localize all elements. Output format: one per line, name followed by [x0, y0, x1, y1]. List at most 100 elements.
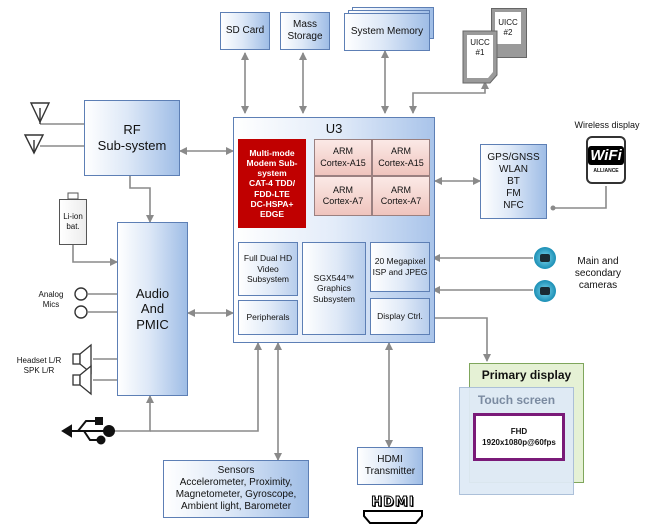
video-label-line3: Subsystem: [246, 274, 290, 285]
bt-label: BT: [507, 175, 520, 187]
sensors-title: Sensors: [217, 465, 255, 476]
arm-core-2-label-line1: ARM: [391, 146, 411, 157]
fhd-screen-box: FHD 1920x1080p@60fps: [473, 413, 565, 461]
wlan-label: WLAN: [499, 163, 528, 175]
cameras-label-line1: Main and: [577, 256, 619, 267]
isp-label-line2: ISP and JPEG: [372, 267, 428, 277]
gps-label: GPS/GNSS: [487, 151, 540, 163]
pmic-label-line3: PMIC: [136, 316, 169, 332]
analog-mics-label: Analog Mics: [30, 290, 72, 309]
wifi-logo-text: WiFi: [588, 146, 624, 165]
display-ctrl-label: Display Ctrl.: [377, 311, 423, 322]
touch-screen-label: Touch screen: [477, 393, 556, 407]
modem-label-line1: Multi-mode: [249, 147, 295, 158]
mass-storage-box: Mass Storage: [280, 12, 330, 50]
uicc1-label-line2: #1: [475, 47, 485, 57]
arm-a7-core-2: ARM Cortex-A7: [372, 176, 430, 216]
sd-card-box: SD Card: [220, 12, 270, 50]
video-subsystem-box: Full Dual HD Video Subsystem: [238, 242, 298, 296]
cameras-label-line2: secondary: [574, 268, 622, 279]
isp-label-line1: 20 Megapixel: [374, 256, 426, 267]
rf-label-line2: Sub-system: [97, 138, 167, 153]
uicc2-label-line2: #2: [503, 28, 513, 37]
uicc1-label-line1: UICC: [470, 38, 490, 47]
graphics-subsystem-box: SGX544™ Graphics Subsystem: [302, 242, 366, 335]
video-label-line1: Full Dual HD: [243, 253, 293, 264]
arm-core-1-label-line1: ARM: [333, 146, 353, 157]
hdmi-label-line2: Transmitter: [364, 466, 416, 477]
modem-label-line6: DC-HSPA+: [250, 198, 294, 209]
arm-core-4-label-line1: ARM: [391, 184, 411, 195]
hdmi-logo-text: HDMI: [371, 495, 415, 510]
wifi-logo-subtext: ALLIANCE: [593, 168, 619, 174]
resolution-label: 1920x1080p@60fps: [482, 438, 556, 447]
arm-a7-core-1: ARM Cortex-A7: [314, 176, 372, 216]
modem-label-line5: FDD-LTE: [254, 188, 290, 199]
arm-core-4-label-line2: Cortex-A7: [380, 196, 422, 206]
u3-title: U3: [325, 121, 343, 136]
system-memory-label: System Memory: [350, 26, 424, 37]
mass-storage-label-line2: Storage: [287, 31, 323, 42]
wireless-display-label: Wireless display: [574, 120, 640, 130]
sd-card-label: SD Card: [225, 25, 265, 36]
system-memory-box: System Memory: [344, 13, 430, 51]
hdmi-label-line1: HDMI: [377, 454, 403, 465]
headset-label-line2: SPK L/R: [23, 365, 55, 375]
analog-mics-label-line1: Analog: [38, 290, 64, 299]
arm-core-3-label-line2: Cortex-A7: [322, 196, 364, 206]
link-rf-pmic: [129, 176, 154, 223]
pmic-label-line1: Audio: [135, 285, 170, 301]
arm-a15-core-1: ARM Cortex-A15: [314, 139, 372, 176]
hdmi-connector-icon: [363, 510, 423, 524]
sensors-line3: Ambient light, Barometer: [180, 501, 292, 512]
mass-storage-label-line1: Mass: [293, 19, 317, 30]
graphics-label-line3: Subsystem: [312, 293, 356, 304]
battery-box: Li-ion bat.: [59, 199, 87, 245]
arm-core-2-label-line2: Cortex-A15: [378, 157, 424, 168]
modem-label-line7: EDGE: [259, 208, 285, 219]
audio-pmic-box: Audio And PMIC: [117, 222, 188, 396]
modem-label-line2: Modem Sub-: [246, 158, 298, 169]
uicc2-inner: UICC #2: [495, 12, 521, 44]
arm-a15-core-2: ARM Cortex-A15: [372, 139, 430, 176]
camera-icon: [534, 280, 556, 302]
battery-label-line1: Li-ion: [63, 212, 83, 222]
video-label-line2: Video: [257, 263, 279, 274]
peripherals-box: Peripherals: [238, 300, 298, 335]
antenna-icon: [23, 102, 51, 155]
sensors-line1: Accelerometer, Proximity,: [179, 477, 293, 488]
usb-icon: [61, 417, 115, 445]
rf-subsystem-box: RF Sub-system: [84, 100, 180, 176]
link-usb-pmic: [112, 395, 154, 432]
primary-display-label: Primary display: [481, 368, 572, 382]
hdmi-transmitter-box: HDMI Transmitter: [357, 447, 423, 485]
uicc2-label-line1: UICC: [498, 18, 518, 28]
peripherals-label: Peripherals: [246, 312, 290, 323]
fhd-label: FHD: [510, 426, 528, 436]
modem-label-line4: CAT-4 TDD/: [248, 178, 296, 189]
link-uicc-u3: [409, 81, 489, 114]
camera-icon: [534, 247, 556, 269]
graphics-label-line1: SGX544™: [313, 272, 355, 283]
cameras-label: Main and secondary cameras: [566, 256, 630, 292]
headset-label-line1: Headset L/R: [16, 356, 62, 365]
headset-label: Headset L/R SPK L/R: [7, 356, 71, 375]
nfc-label: NFC: [503, 199, 524, 211]
battery-label-line2: bat.: [66, 222, 80, 231]
hdmi-logo: HDMI: [362, 495, 424, 524]
wifi-alliance-logo: WiFi ALLIANCE: [586, 136, 626, 184]
rf-label-line1: RF: [123, 122, 141, 138]
sensors-line2: Magnetometer, Gyroscope,: [175, 489, 297, 500]
graphics-label-line2: Graphics: [316, 283, 351, 294]
display-ctrl-box: Display Ctrl.: [370, 298, 430, 335]
pmic-label-line2: And: [140, 301, 165, 317]
arm-core-3-label-line1: ARM: [333, 184, 353, 195]
link-display-ctrl: [430, 317, 491, 362]
modem-subsystem-box: Multi-mode Modem Sub- system CAT-4 TDD/ …: [238, 139, 306, 228]
modem-label-line3: system: [257, 168, 287, 179]
isp-jpeg-box: 20 Megapixel ISP and JPEG: [370, 242, 430, 292]
cameras-label-line3: cameras: [578, 280, 618, 291]
analog-mics-label-line2: Mics: [42, 299, 60, 309]
